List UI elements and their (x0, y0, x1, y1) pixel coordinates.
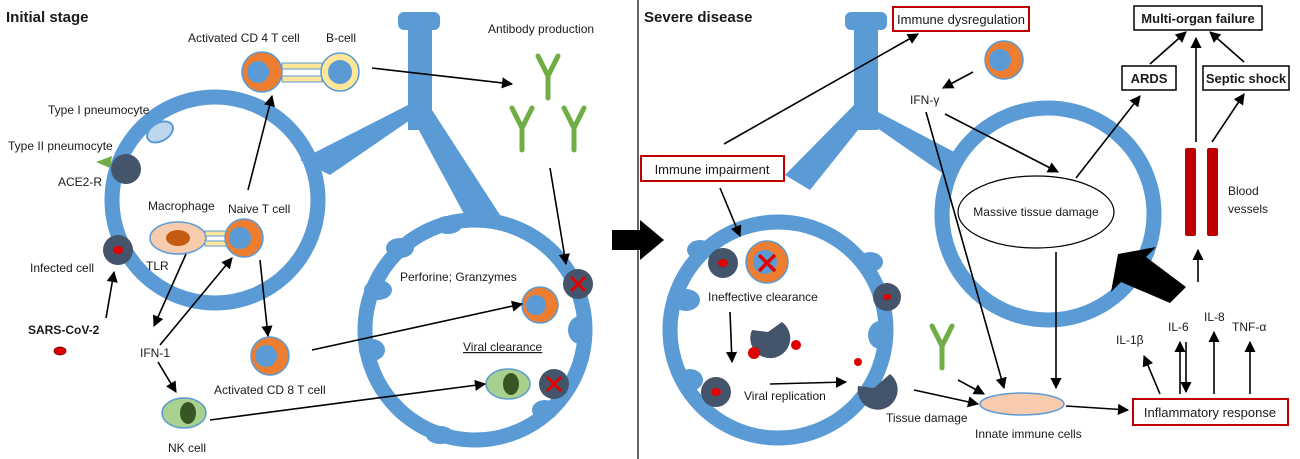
nk-cell-label: NK cell (168, 441, 206, 455)
blood-vessels-label-2: vessels (1228, 202, 1268, 216)
released-viruses (748, 340, 862, 366)
burst-cell-2 (857, 374, 898, 410)
ifn-gamma-cell (984, 40, 1024, 80)
airway-tree-left (300, 12, 500, 225)
alveolus-lower (357, 212, 593, 448)
killed-infected-cell-1 (563, 269, 593, 299)
arrows-initial (105, 67, 570, 421)
type1-pneumocyte-label: Type I pneumocyte (48, 103, 150, 117)
naive-t-cell (224, 218, 264, 258)
type1-pneumocyte (146, 120, 174, 144)
inflammatory-response-label: Inflammatory response (1144, 405, 1276, 420)
sars-cov2-virus (53, 346, 67, 356)
multi-organ-failure-box (1133, 5, 1263, 31)
inflammatory-response-box (1132, 398, 1289, 426)
activated-cd8-t-cell (250, 336, 290, 376)
septic-shock-box (1202, 65, 1290, 91)
blood-vessel-2 (1207, 148, 1218, 236)
initial-stage-title: Initial stage (6, 9, 89, 26)
ace2-label: ACE2-R (58, 175, 102, 189)
cd8-in-alveolus (521, 286, 559, 324)
tissue-damage-label: Tissue damage (886, 411, 968, 425)
ineffective-clearance-label: Ineffective clearance (708, 290, 818, 304)
ifn1-label: IFN-1 (140, 346, 170, 360)
ifn-gamma-label: IFN-γ (910, 93, 939, 107)
innate-immune-cells-label: Innate immune cells (975, 427, 1082, 441)
ards-box (1121, 65, 1177, 91)
activated-cd8-label: Activated CD 8 T cell (214, 383, 326, 397)
activated-cd4-label: Activated CD 4 T cell (188, 31, 300, 45)
severe-disease-panel: Severe disease Massive tissue damage Imm… (640, 5, 1290, 446)
viral-replication-label: Viral replication (744, 389, 826, 403)
antibody-severe (929, 323, 955, 371)
il1b-label: IL-1β (1116, 333, 1144, 347)
naive-t-cell-label: Naive T cell (228, 202, 290, 216)
type2-pneumocyte (111, 154, 141, 184)
immune-dysregulation-box (892, 6, 1030, 32)
massive-tissue-damage (957, 175, 1115, 249)
blood-vessel-1 (1185, 148, 1196, 236)
multi-organ-failure-label: Multi-organ failure (1141, 11, 1254, 26)
alveolus-upper (104, 89, 326, 311)
alveolus-severe-upper (934, 100, 1162, 328)
macrophage-label: Macrophage (148, 199, 215, 213)
type2-pneumocyte-label: Type II pneumocyte (8, 139, 113, 153)
initial-stage-panel: Initial stage Type I pneumocyte (6, 9, 594, 455)
viral-clearance-label: Viral clearance (463, 340, 542, 354)
immune-dysregulation-label: Immune dysregulation (897, 12, 1025, 27)
infected-cell-severe-1 (708, 248, 738, 278)
airway-tree-right (785, 12, 960, 190)
severe-disease-title: Severe disease (644, 9, 752, 26)
nk-cell-in-alveolus (485, 368, 531, 400)
tnfa-label: TNF-α (1232, 320, 1266, 334)
infected-cell-label: Infected cell (30, 261, 94, 275)
leakage-arrow (1111, 247, 1186, 303)
alveolus-severe-lower (662, 214, 894, 446)
activated-cd4-bcell-pair (241, 51, 360, 93)
antibody-production-label: Antibody production (488, 22, 594, 36)
bcell-label: B-cell (326, 31, 356, 45)
burst-cell-1 (750, 322, 791, 359)
nk-cell (161, 397, 207, 429)
blocked-t-cell (745, 240, 789, 284)
transition-arrow (612, 220, 664, 260)
septic-shock-label: Septic shock (1206, 71, 1287, 86)
innate-immune-cells (979, 392, 1065, 416)
immune-impairment-label: Immune impairment (655, 162, 770, 177)
blood-vessels-label-1: Blood (1228, 184, 1259, 198)
antibodies (509, 53, 587, 153)
killed-infected-cell-2 (539, 369, 569, 399)
arrows-severe (719, 31, 1256, 415)
macrophage (149, 221, 230, 255)
immune-impairment-box (640, 155, 785, 182)
il8-label: IL-8 (1204, 310, 1225, 324)
tlr-label: TLR (146, 259, 169, 273)
ards-label: ARDS (1131, 71, 1168, 86)
sars-cov2-label: SARS-CoV-2 (28, 323, 100, 337)
infected-cell-severe-3 (701, 377, 731, 407)
massive-tissue-damage-label: Massive tissue damage (973, 205, 1099, 219)
ace2-receptor (96, 156, 112, 168)
infected-cell-severe-2 (873, 283, 901, 311)
il6-label: IL-6 (1168, 320, 1189, 334)
perforine-label: Perforine; Granzymes (400, 270, 517, 284)
